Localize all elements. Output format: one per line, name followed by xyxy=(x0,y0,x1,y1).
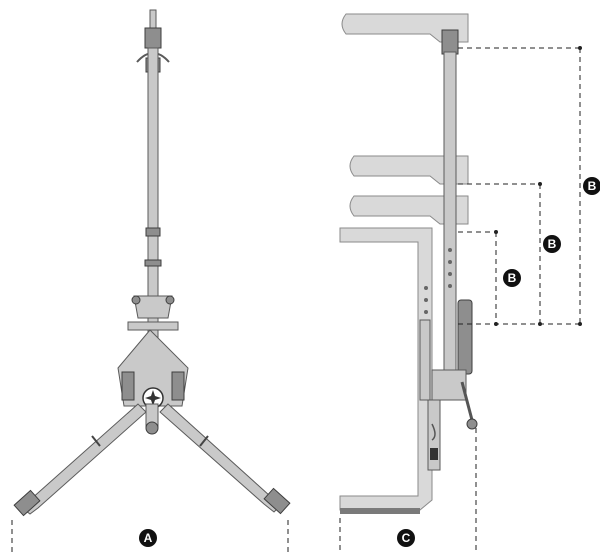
side-mast-head xyxy=(441,29,459,55)
dimension-lines xyxy=(458,46,582,326)
star-knob-icon xyxy=(145,390,161,406)
cabinet-frame xyxy=(339,227,433,511)
mast-top-clamp xyxy=(144,27,162,49)
gas-piston xyxy=(457,299,473,375)
clamp-knob-right xyxy=(165,295,175,305)
svg-text:B: B xyxy=(548,237,557,251)
hub-bracket-left xyxy=(121,371,135,401)
mast-tip xyxy=(149,9,157,31)
badge-height-large: B xyxy=(583,177,600,195)
svg-text:A: A xyxy=(144,531,153,545)
tripod-front-view: A xyxy=(11,9,291,554)
badge-height-small: B xyxy=(503,269,521,287)
cabinet-base xyxy=(340,508,420,514)
upper-clamp xyxy=(133,295,173,319)
hub-bracket-right xyxy=(171,371,185,401)
lock-handle xyxy=(430,448,438,460)
caster-wheel xyxy=(466,418,478,430)
leg-right xyxy=(159,403,281,513)
foot-cap-left xyxy=(13,489,41,517)
mast-collar xyxy=(145,227,161,237)
svg-text:B: B xyxy=(588,179,597,193)
leg-left xyxy=(21,403,147,515)
foot-cap-right xyxy=(263,487,291,515)
badge-view-c: C xyxy=(397,529,415,547)
cross-bar xyxy=(127,321,179,331)
clamp-knob-left xyxy=(131,295,141,305)
side-mast-tube xyxy=(443,51,457,393)
cable-loop xyxy=(431,423,436,441)
center-foot xyxy=(145,421,159,435)
svg-text:B: B xyxy=(508,271,517,285)
leg-knob-right xyxy=(199,435,209,447)
svg-text:C: C xyxy=(402,531,411,545)
mast-collar-2 xyxy=(144,259,162,267)
leg-knob-left xyxy=(91,435,101,447)
badge-view-a: A xyxy=(139,529,157,547)
badge-height-medium: B xyxy=(543,235,561,253)
side-view: B B B C xyxy=(339,13,600,554)
support-arm xyxy=(460,381,474,421)
support-rail xyxy=(419,319,431,401)
mechanism-block xyxy=(431,369,467,401)
adjustment-holes xyxy=(424,248,452,314)
